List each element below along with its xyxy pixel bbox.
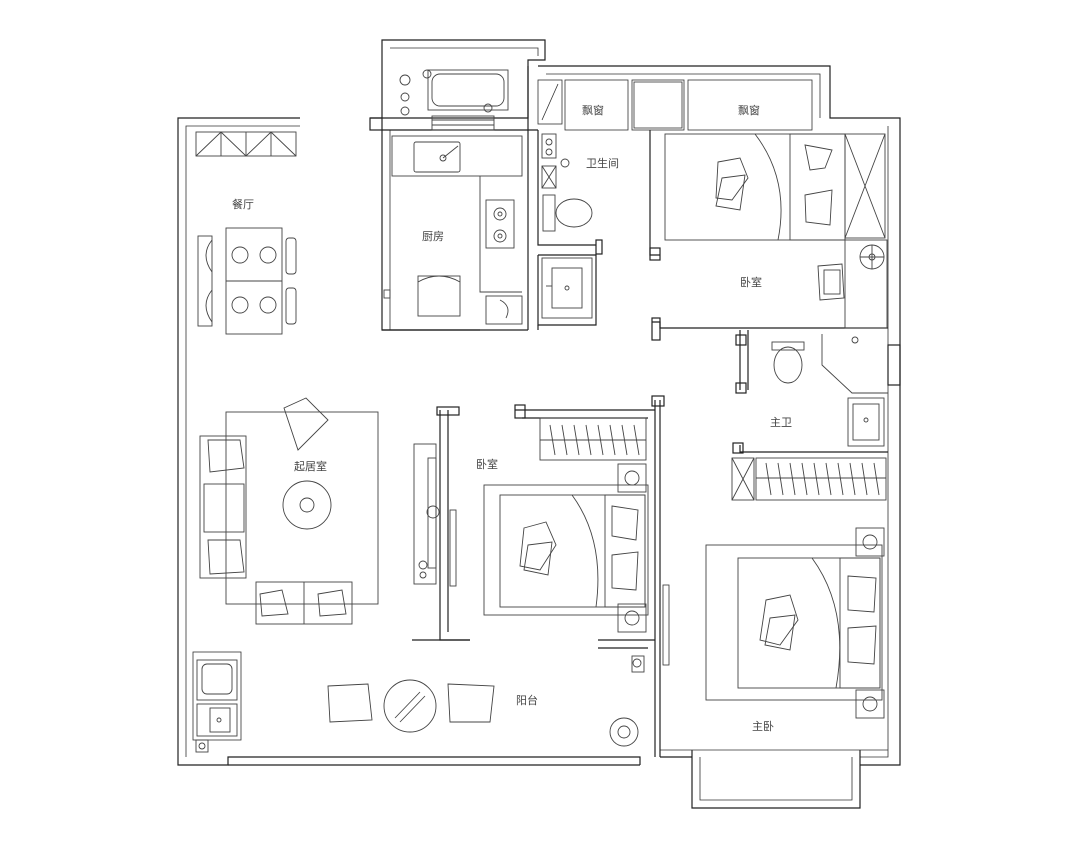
dining-table bbox=[197, 227, 297, 335]
label-bay-window-2: 飘窗 bbox=[738, 103, 760, 117]
label-living: 起居室 bbox=[294, 459, 327, 473]
label-bathroom: 卫生间 bbox=[586, 156, 619, 170]
north-bedroom-furniture bbox=[664, 133, 888, 329]
middle-bedroom-bed bbox=[483, 463, 649, 633]
interior-walls bbox=[192, 130, 888, 757]
label-dining: 餐厅 bbox=[232, 197, 254, 211]
exterior-walls bbox=[177, 39, 901, 809]
dining-sideboard bbox=[195, 131, 297, 157]
label-kitchen: 厨房 bbox=[422, 230, 444, 243]
closet-middle bbox=[539, 417, 647, 461]
label-master-bedroom: 主卧 bbox=[752, 720, 774, 733]
label-bedroom-north: 卧室 bbox=[740, 275, 762, 289]
master-bedroom-bed bbox=[705, 527, 885, 719]
label-bedroom-middle: 卧室 bbox=[476, 457, 498, 471]
utility-closet bbox=[195, 659, 238, 753]
label-balcony: 阳台 bbox=[516, 693, 538, 707]
label-bay-window-1: 飘窗 bbox=[582, 103, 604, 117]
master-bath-fixtures bbox=[771, 334, 888, 447]
living-room-furniture bbox=[199, 397, 457, 625]
closet-master bbox=[731, 457, 887, 501]
bathroom-fixtures bbox=[541, 133, 593, 319]
balcony-furniture bbox=[327, 655, 645, 747]
kitchen-fixtures bbox=[383, 69, 523, 325]
label-master-bath: 主卫 bbox=[770, 416, 792, 429]
